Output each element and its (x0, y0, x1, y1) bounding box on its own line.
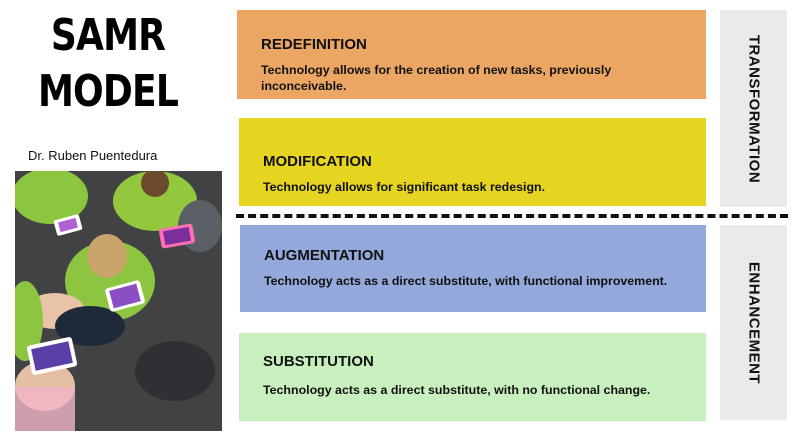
author-name: Dr. Ruben Puentedura (28, 148, 158, 163)
model-title: SAMR MODEL (34, 8, 182, 120)
level-augmentation: AUGMENTATION Technology acts as a direct… (240, 225, 706, 312)
level-name: MODIFICATION (263, 153, 372, 170)
transformation-enhancement-divider (236, 214, 788, 218)
level-name: AUGMENTATION (264, 247, 385, 264)
level-name: SUBSTITUTION (263, 353, 374, 370)
transformation-label: TRANSFORMATION (745, 34, 762, 183)
level-redefinition: REDEFINITION Technology allows for the c… (237, 10, 706, 99)
level-name: REDEFINITION (261, 36, 367, 53)
level-substitution: SUBSTITUTION Technology acts as a direct… (239, 333, 706, 421)
enhancement-label: ENHANCEMENT (745, 261, 762, 384)
transformation-band: TRANSFORMATION (720, 10, 787, 207)
level-description: Technology allows for the creation of ne… (261, 63, 612, 93)
level-description: Technology allows for significant task r… (263, 180, 546, 194)
level-modification: MODIFICATION Technology allows for signi… (239, 118, 706, 206)
classroom-photo (15, 171, 222, 431)
level-description: Technology acts as a direct substitute, … (263, 383, 651, 397)
level-description: Technology acts as a direct substitute, … (264, 274, 668, 288)
title-line-2: MODEL (37, 66, 179, 117)
title-line-1: SAMR (50, 10, 166, 61)
enhancement-band: ENHANCEMENT (720, 225, 787, 420)
